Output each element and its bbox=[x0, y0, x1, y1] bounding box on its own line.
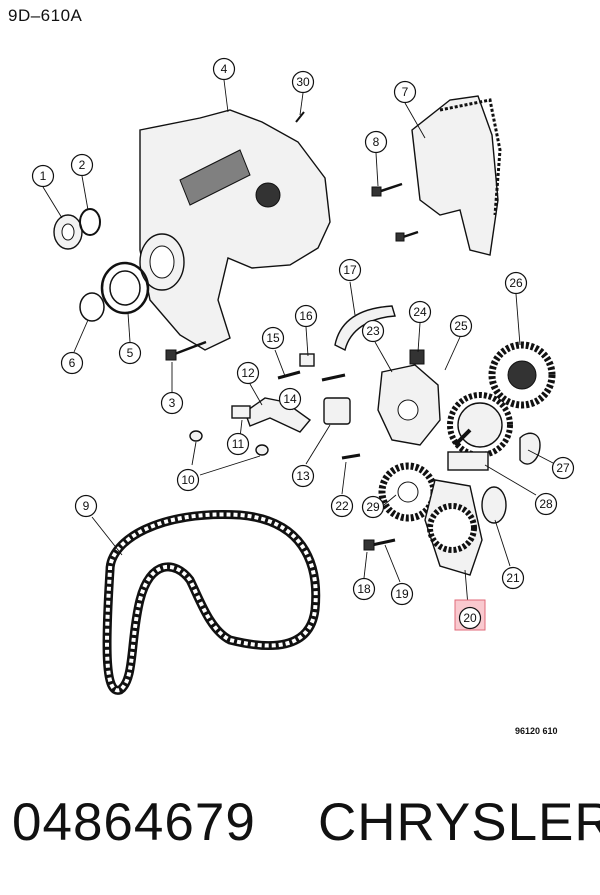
figure-code: 9D–610A bbox=[8, 6, 83, 25]
svg-text:19: 19 bbox=[395, 587, 409, 601]
svg-text:26: 26 bbox=[509, 276, 523, 290]
svg-text:21: 21 bbox=[506, 571, 520, 585]
callout-17: 17 bbox=[338, 258, 362, 282]
reference-code: 96120 610 bbox=[515, 726, 558, 736]
svg-text:14: 14 bbox=[283, 392, 297, 406]
callout-28: 28 bbox=[534, 492, 558, 516]
callout-1: 1 bbox=[31, 164, 55, 188]
part-number: 04864679 bbox=[12, 793, 256, 852]
callout-20: 20 bbox=[458, 606, 482, 630]
callout-25: 25 bbox=[449, 314, 473, 338]
callout-30: 30 bbox=[291, 70, 315, 94]
svg-text:28: 28 bbox=[539, 497, 553, 511]
tensioner-parts bbox=[189, 305, 396, 456]
callout-10: 10 bbox=[176, 468, 200, 492]
svg-text:7: 7 bbox=[402, 85, 409, 99]
svg-text:23: 23 bbox=[366, 324, 380, 338]
timing-chain-part bbox=[102, 509, 321, 695]
callout-7: 7 bbox=[393, 80, 417, 104]
callout-5: 5 bbox=[118, 341, 142, 365]
gear-assembly-part bbox=[341, 341, 556, 576]
svg-text:15: 15 bbox=[266, 331, 280, 345]
timing-cover-part bbox=[139, 109, 331, 351]
svg-text:29: 29 bbox=[366, 500, 380, 514]
svg-text:30: 30 bbox=[296, 75, 310, 89]
callout-11: 11 bbox=[226, 432, 250, 456]
brand-name: CHRYSLER bbox=[318, 793, 600, 852]
svg-text:9: 9 bbox=[83, 499, 90, 513]
callout-27: 27 bbox=[551, 456, 575, 480]
svg-text:27: 27 bbox=[556, 461, 570, 475]
svg-text:4: 4 bbox=[221, 62, 228, 76]
callout-18: 18 bbox=[352, 577, 376, 601]
callout-21: 21 bbox=[501, 566, 525, 590]
callout-23: 23 bbox=[361, 319, 385, 343]
svg-text:11: 11 bbox=[232, 437, 245, 451]
callout-19: 19 bbox=[390, 582, 414, 606]
callout-24: 24 bbox=[408, 300, 432, 324]
svg-text:1: 1 bbox=[40, 169, 47, 183]
svg-text:17: 17 bbox=[343, 263, 357, 277]
callout-3: 3 bbox=[160, 391, 184, 415]
callout-4: 4 bbox=[212, 57, 236, 81]
svg-text:16: 16 bbox=[299, 309, 313, 323]
bolt-parts bbox=[165, 111, 419, 361]
callout-26: 26 bbox=[504, 271, 528, 295]
callout-2: 2 bbox=[70, 153, 94, 177]
svg-text:20: 20 bbox=[463, 611, 477, 625]
svg-text:2: 2 bbox=[79, 158, 86, 172]
callout-13: 13 bbox=[291, 464, 315, 488]
callout-12: 12 bbox=[236, 361, 260, 385]
callout-9: 9 bbox=[74, 494, 98, 518]
svg-text:3: 3 bbox=[169, 396, 176, 410]
svg-text:12: 12 bbox=[241, 366, 255, 380]
svg-text:25: 25 bbox=[454, 319, 468, 333]
svg-text:18: 18 bbox=[357, 582, 371, 596]
svg-text:5: 5 bbox=[127, 346, 134, 360]
svg-text:22: 22 bbox=[335, 499, 349, 513]
callout-8: 8 bbox=[364, 130, 388, 154]
svg-text:24: 24 bbox=[413, 305, 427, 319]
callout-6: 6 bbox=[60, 351, 84, 375]
seal-parts bbox=[53, 208, 150, 322]
callout-22: 22 bbox=[330, 494, 354, 518]
leader-lines bbox=[42, 79, 554, 607]
callout-15: 15 bbox=[261, 326, 285, 350]
svg-text:10: 10 bbox=[181, 473, 195, 487]
svg-text:8: 8 bbox=[373, 135, 380, 149]
callout-16: 16 bbox=[294, 304, 318, 328]
exploded-parts-diagram: 1 2 3 4 5 6 7 8 9 10 11 12 13 14 15 16 1… bbox=[31, 57, 575, 695]
svg-text:13: 13 bbox=[296, 469, 310, 483]
callout-14: 14 bbox=[278, 387, 302, 411]
chain-guide-part bbox=[411, 95, 502, 256]
svg-text:6: 6 bbox=[69, 356, 76, 370]
callout-29: 29 bbox=[361, 495, 385, 519]
